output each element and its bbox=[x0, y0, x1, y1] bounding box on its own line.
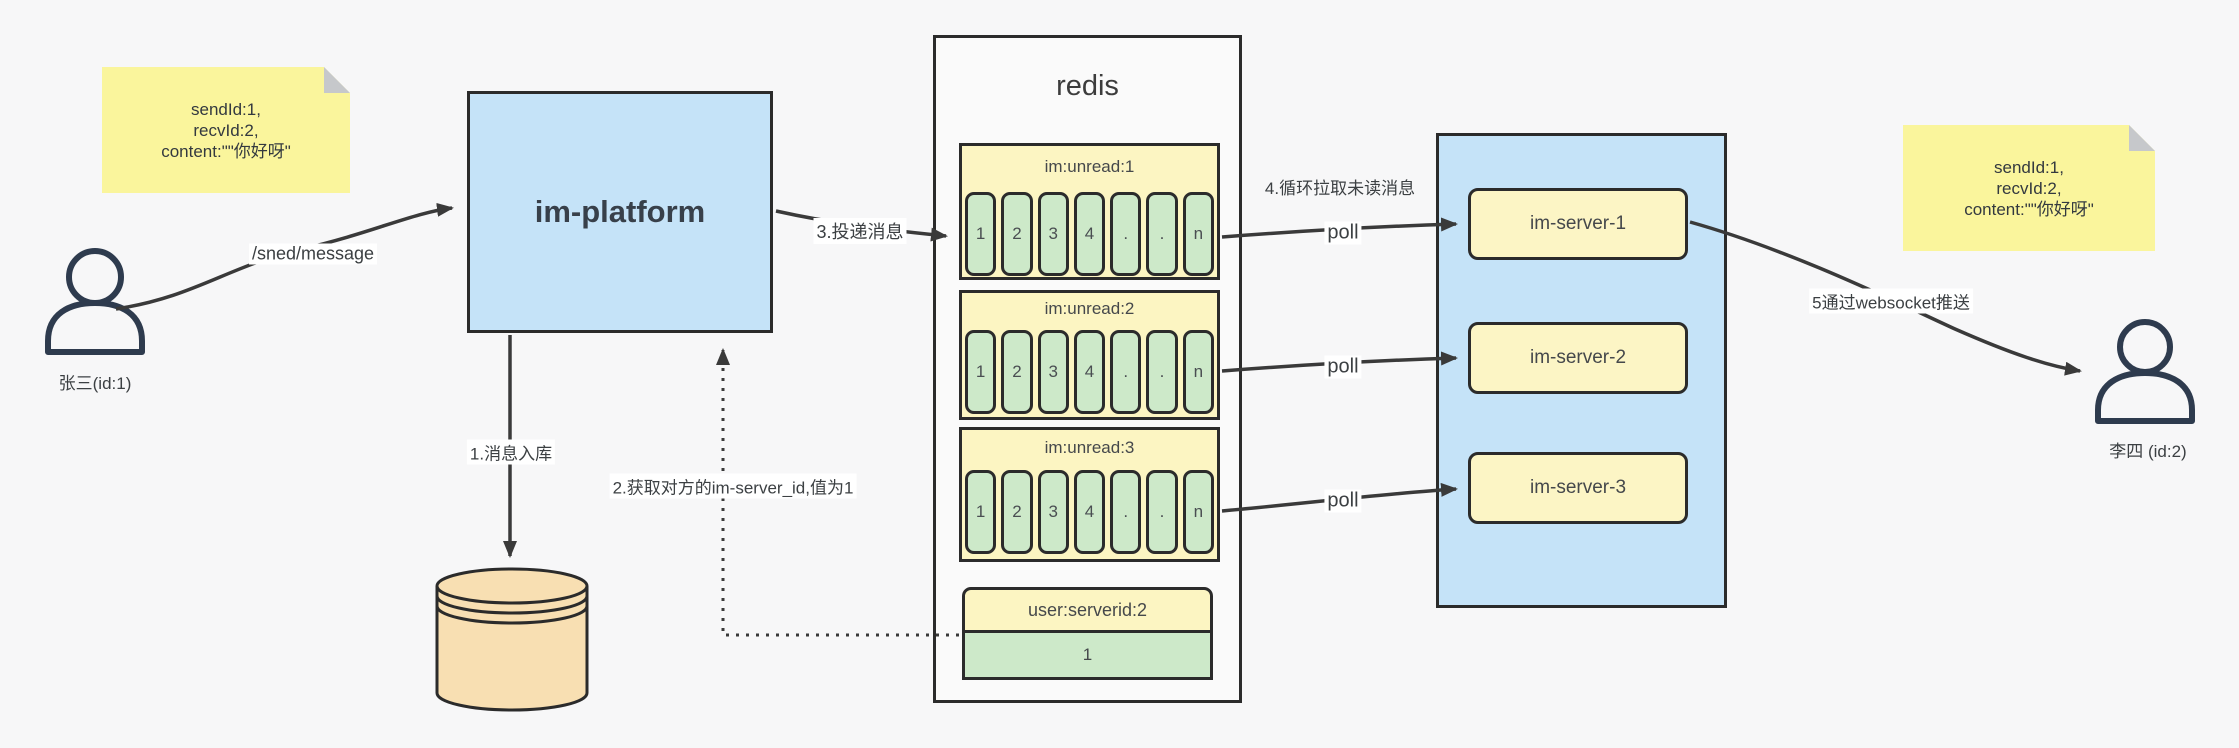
note-line: sendId:1, bbox=[191, 99, 261, 119]
edge-label-deliver: 3.投递消息 bbox=[813, 218, 907, 244]
edge-label-poll-2: poll bbox=[1324, 355, 1362, 379]
queue-cell: 3 bbox=[1037, 470, 1069, 554]
kv-value-label: 1 bbox=[1082, 645, 1093, 664]
redis-title: redis bbox=[1056, 70, 1119, 102]
note-fold-corner bbox=[2129, 125, 2155, 151]
queue-cell: 1 bbox=[965, 330, 997, 414]
edge-label-send: /sned/message bbox=[248, 243, 378, 265]
queue-cell: 3 bbox=[1037, 192, 1069, 276]
server-label: im-server-1 bbox=[1529, 213, 1627, 234]
queue-cell: 4 bbox=[1073, 470, 1106, 554]
queue-cell: . bbox=[1146, 330, 1178, 414]
note-line: content:""你好呀" bbox=[161, 141, 291, 161]
edge-label-push: 5通过websocket推送 bbox=[1809, 288, 1973, 314]
actor-receiver-label: 李四 (id:2) bbox=[2109, 442, 2187, 461]
server-box-3: im-server-3 bbox=[1468, 452, 1688, 524]
im-platform-box: im-platform bbox=[467, 91, 773, 333]
queue-group-2: im:unread:2 1 2 3 4 . . n bbox=[959, 290, 1220, 420]
queue-cell: . bbox=[1110, 470, 1142, 554]
note-line: sendId:1, bbox=[1994, 157, 2064, 177]
queue-cell: 4 bbox=[1073, 192, 1106, 276]
queue-cells: 1 2 3 4 . . n bbox=[965, 192, 1214, 276]
queue-header: im:unread:3 bbox=[1044, 438, 1135, 457]
queue-cell: . bbox=[1110, 192, 1142, 276]
person-icon-sender bbox=[45, 248, 145, 355]
queue-cell: 3 bbox=[1037, 330, 1069, 414]
queue-header: im:unread:2 bbox=[1044, 299, 1135, 318]
queue-group-1: im:unread:1 1 2 3 4 . . n bbox=[959, 143, 1220, 280]
note-line: recvId:2, bbox=[193, 120, 259, 140]
note-line: content:""你好呀" bbox=[1964, 199, 2094, 219]
edge-label-store: 1.消息入库 bbox=[466, 439, 556, 465]
note-line: recvId:2, bbox=[1996, 178, 2062, 198]
queue-cell: 2 bbox=[1001, 470, 1033, 554]
queue-cell: 1 bbox=[965, 470, 997, 554]
server-box-1: im-server-1 bbox=[1468, 188, 1688, 260]
queue-cell: 4 bbox=[1073, 330, 1106, 414]
edge-label-lookup: 2.获取对方的im-server_id,值为1 bbox=[609, 473, 857, 499]
queue-cell: . bbox=[1146, 192, 1178, 276]
mysql-label: mysql bbox=[489, 653, 535, 672]
queue-cell: n bbox=[1182, 330, 1214, 414]
server-label: im-server-2 bbox=[1529, 347, 1627, 368]
server-label: im-server-3 bbox=[1529, 477, 1627, 498]
server-box-2: im-server-2 bbox=[1468, 322, 1688, 394]
person-icon-receiver bbox=[2095, 319, 2195, 424]
queue-cell: n bbox=[1182, 470, 1214, 554]
edge-label-poll-1: poll bbox=[1324, 221, 1362, 245]
edge-label-pull: 4.循环拉取未读消息 bbox=[1264, 179, 1416, 198]
queue-cells: 1 2 3 4 . . n bbox=[965, 330, 1214, 414]
actor-sender-label: 张三(id:1) bbox=[58, 374, 132, 393]
queue-cell: 1 bbox=[965, 192, 997, 276]
sticky-note-right: sendId:1, recvId:2, content:""你好呀" bbox=[1903, 125, 2155, 251]
queue-cell: . bbox=[1146, 470, 1178, 554]
queue-cell: 2 bbox=[1001, 192, 1033, 276]
queue-cell: n bbox=[1182, 192, 1214, 276]
sticky-note-left: sendId:1, recvId:2, content:""你好呀" bbox=[102, 67, 350, 193]
edge-label-poll-3: poll bbox=[1324, 489, 1362, 513]
queue-cells: 1 2 3 4 . . n bbox=[965, 470, 1214, 554]
im-platform-label: im-platform bbox=[534, 194, 706, 229]
queue-cell: . bbox=[1110, 330, 1142, 414]
kv-key-box: user:serverid:2 bbox=[962, 587, 1213, 633]
queue-cell: 2 bbox=[1001, 330, 1033, 414]
kv-value-box: 1 bbox=[962, 633, 1213, 680]
queue-header: im:unread:1 bbox=[1044, 157, 1135, 176]
mysql-db-icon bbox=[435, 567, 589, 712]
kv-key-label: user:serverid:2 bbox=[1027, 599, 1148, 620]
note-fold-corner bbox=[324, 67, 350, 93]
queue-group-3: im:unread:3 1 2 3 4 . . n bbox=[959, 427, 1220, 562]
